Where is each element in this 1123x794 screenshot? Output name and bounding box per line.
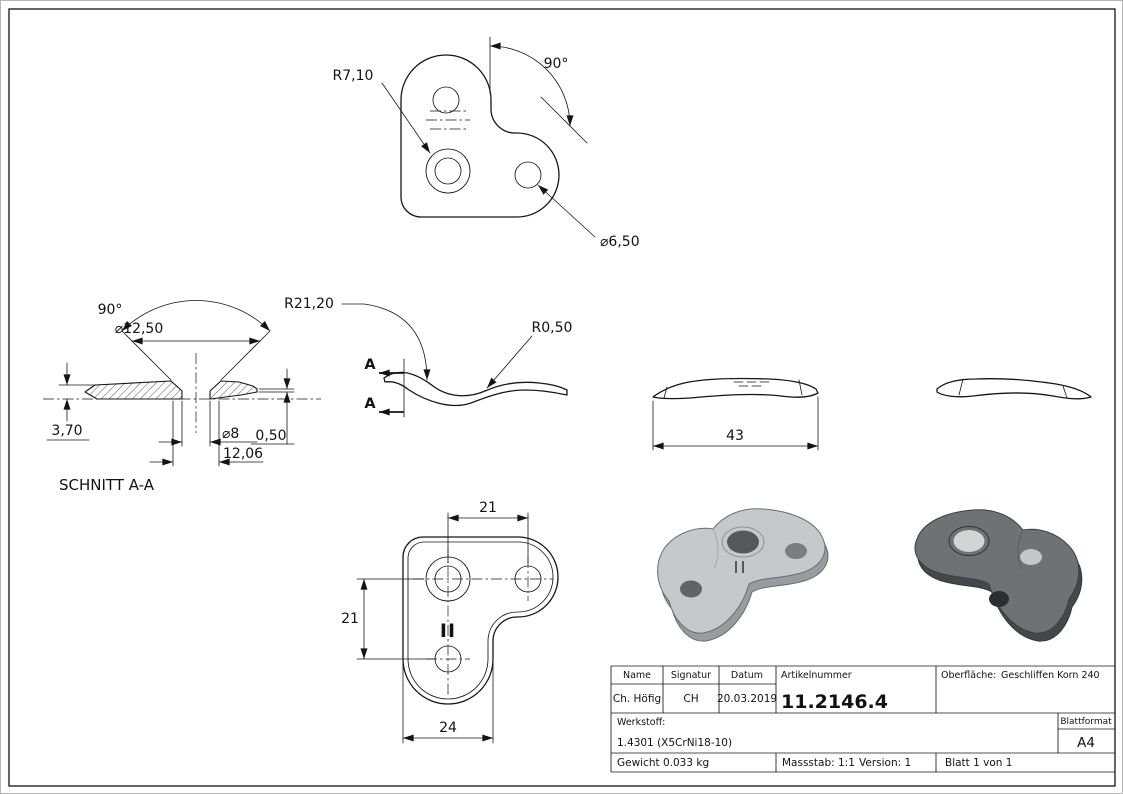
small-hole (1020, 549, 1042, 565)
sheet-border (8, 8, 1116, 787)
tb-value-name: Ch. Höfig (613, 693, 661, 705)
front-view-outline (402, 536, 559, 705)
bend-seam (1017, 529, 1024, 570)
tb-value-datum: 20.03.2019 (717, 693, 777, 705)
section-title: SCHNITT A-A (59, 476, 155, 494)
tb-gewicht: Gewicht 0.033 kg (617, 757, 709, 769)
dim-csk-width-label: 12,06 (223, 446, 263, 462)
countersink-hole-inner (434, 157, 462, 185)
isometric-view-dark (914, 509, 1083, 642)
dim-pitch-h-label: 21 (479, 500, 497, 516)
tb-value-blattformat: A4 (1077, 735, 1095, 751)
extension-line (220, 330, 271, 381)
top-view-outline (400, 54, 560, 218)
dim-csk-angle-label: 90° (98, 302, 123, 318)
dim-csk-diameter-label: ⌀12,50 (115, 321, 164, 337)
small-hole (989, 591, 1009, 607)
dim-radius-small-label: R0,50 (532, 320, 573, 336)
front-view-edge-contour (407, 541, 554, 700)
tb-article-number: 11.2146.4 (781, 691, 888, 713)
tb-header-oberflaeche: Oberfläche: (941, 670, 996, 681)
bend-seam (712, 528, 719, 569)
countersink-hole-outer (425, 148, 471, 194)
leader-line (537, 184, 596, 238)
extension-line (540, 96, 588, 144)
dim-width-label: 24 (439, 720, 457, 736)
small-hole (680, 580, 702, 598)
tb-massstab: Massstab: 1:1 (782, 757, 855, 769)
cut-label-bottom: A (364, 396, 376, 412)
edge-line (1062, 385, 1068, 399)
isometric-view-light (657, 508, 829, 642)
tb-value-signatur: CH (683, 693, 698, 705)
profile-view: R21,20 R0,50 A A (284, 296, 573, 418)
tb-header-signatur: Signatur (671, 670, 711, 681)
dim-length-label: 43 (726, 428, 744, 444)
countersink-hole (727, 530, 759, 554)
countersink-hole (953, 530, 985, 552)
tb-label-blattformat: Blattformat (1060, 717, 1112, 727)
leader-line (486, 335, 533, 389)
right-hole (514, 161, 542, 189)
edge-line (958, 378, 964, 396)
tb-value-werkstoff: 1.4301 (X5CrNi18-10) (617, 737, 732, 749)
dim-angle-label: 90° (544, 56, 569, 72)
side-view-plain (936, 378, 1092, 400)
dim-radius-large-label: R21,20 (284, 296, 334, 312)
tb-label-werkstoff: Werkstoff: (617, 717, 665, 728)
dim-edge-thickness-label: 0,50 (255, 428, 286, 444)
title-block: Name Signatur Datum Artikelnummer Oberfl… (610, 665, 1116, 773)
front-view: II 21 21 24 (341, 500, 559, 744)
edge-line (663, 386, 668, 399)
tb-blatt: Blatt 1 von 1 (945, 757, 1012, 769)
dim-pitch-v-label: 21 (341, 611, 359, 627)
countersink-ring (948, 526, 990, 556)
side-view-outline (652, 377, 819, 400)
leader-line (341, 303, 431, 381)
small-hole (785, 543, 807, 559)
dim-hole-diameter-label: ⌀8 (222, 426, 239, 442)
dim-thickness-label: 3,70 (51, 423, 82, 439)
dim-diameter-label: ⌀6,50 (600, 234, 640, 250)
countersink-ring (721, 526, 765, 558)
top-hole (432, 86, 460, 114)
angle-dimension-arc (489, 42, 574, 127)
tb-version: Version: 1 (859, 757, 911, 769)
section-view: 90° ⌀12,50 3,70 ⌀8 12,06 0,50 SCHNITT A-… (43, 300, 321, 494)
section-right-wing (209, 380, 258, 400)
section-left-wing (84, 380, 183, 400)
plate-top-face (657, 508, 826, 634)
plate-top-face (914, 509, 1080, 634)
edge-line (798, 379, 803, 396)
leader-line (381, 82, 431, 154)
position-mark: II (440, 620, 456, 642)
tb-header-datum: Datum (731, 670, 763, 681)
extension-line (121, 330, 172, 381)
tb-header-artikelnummer: Artikelnummer (781, 670, 852, 681)
angle-dimension-arc (121, 300, 271, 332)
dim-radius-label: R7,10 (333, 68, 374, 84)
tb-header-name: Name (623, 670, 651, 681)
side-view-outline (936, 378, 1092, 400)
side-view-length: 43 (652, 377, 819, 451)
cut-label-top: A (364, 357, 376, 373)
tb-value-oberflaeche: Geschliffen Korn 240 (1001, 670, 1100, 681)
profile-outline (383, 371, 568, 407)
top-view: R7,10 90° ⌀6,50 (333, 36, 640, 250)
